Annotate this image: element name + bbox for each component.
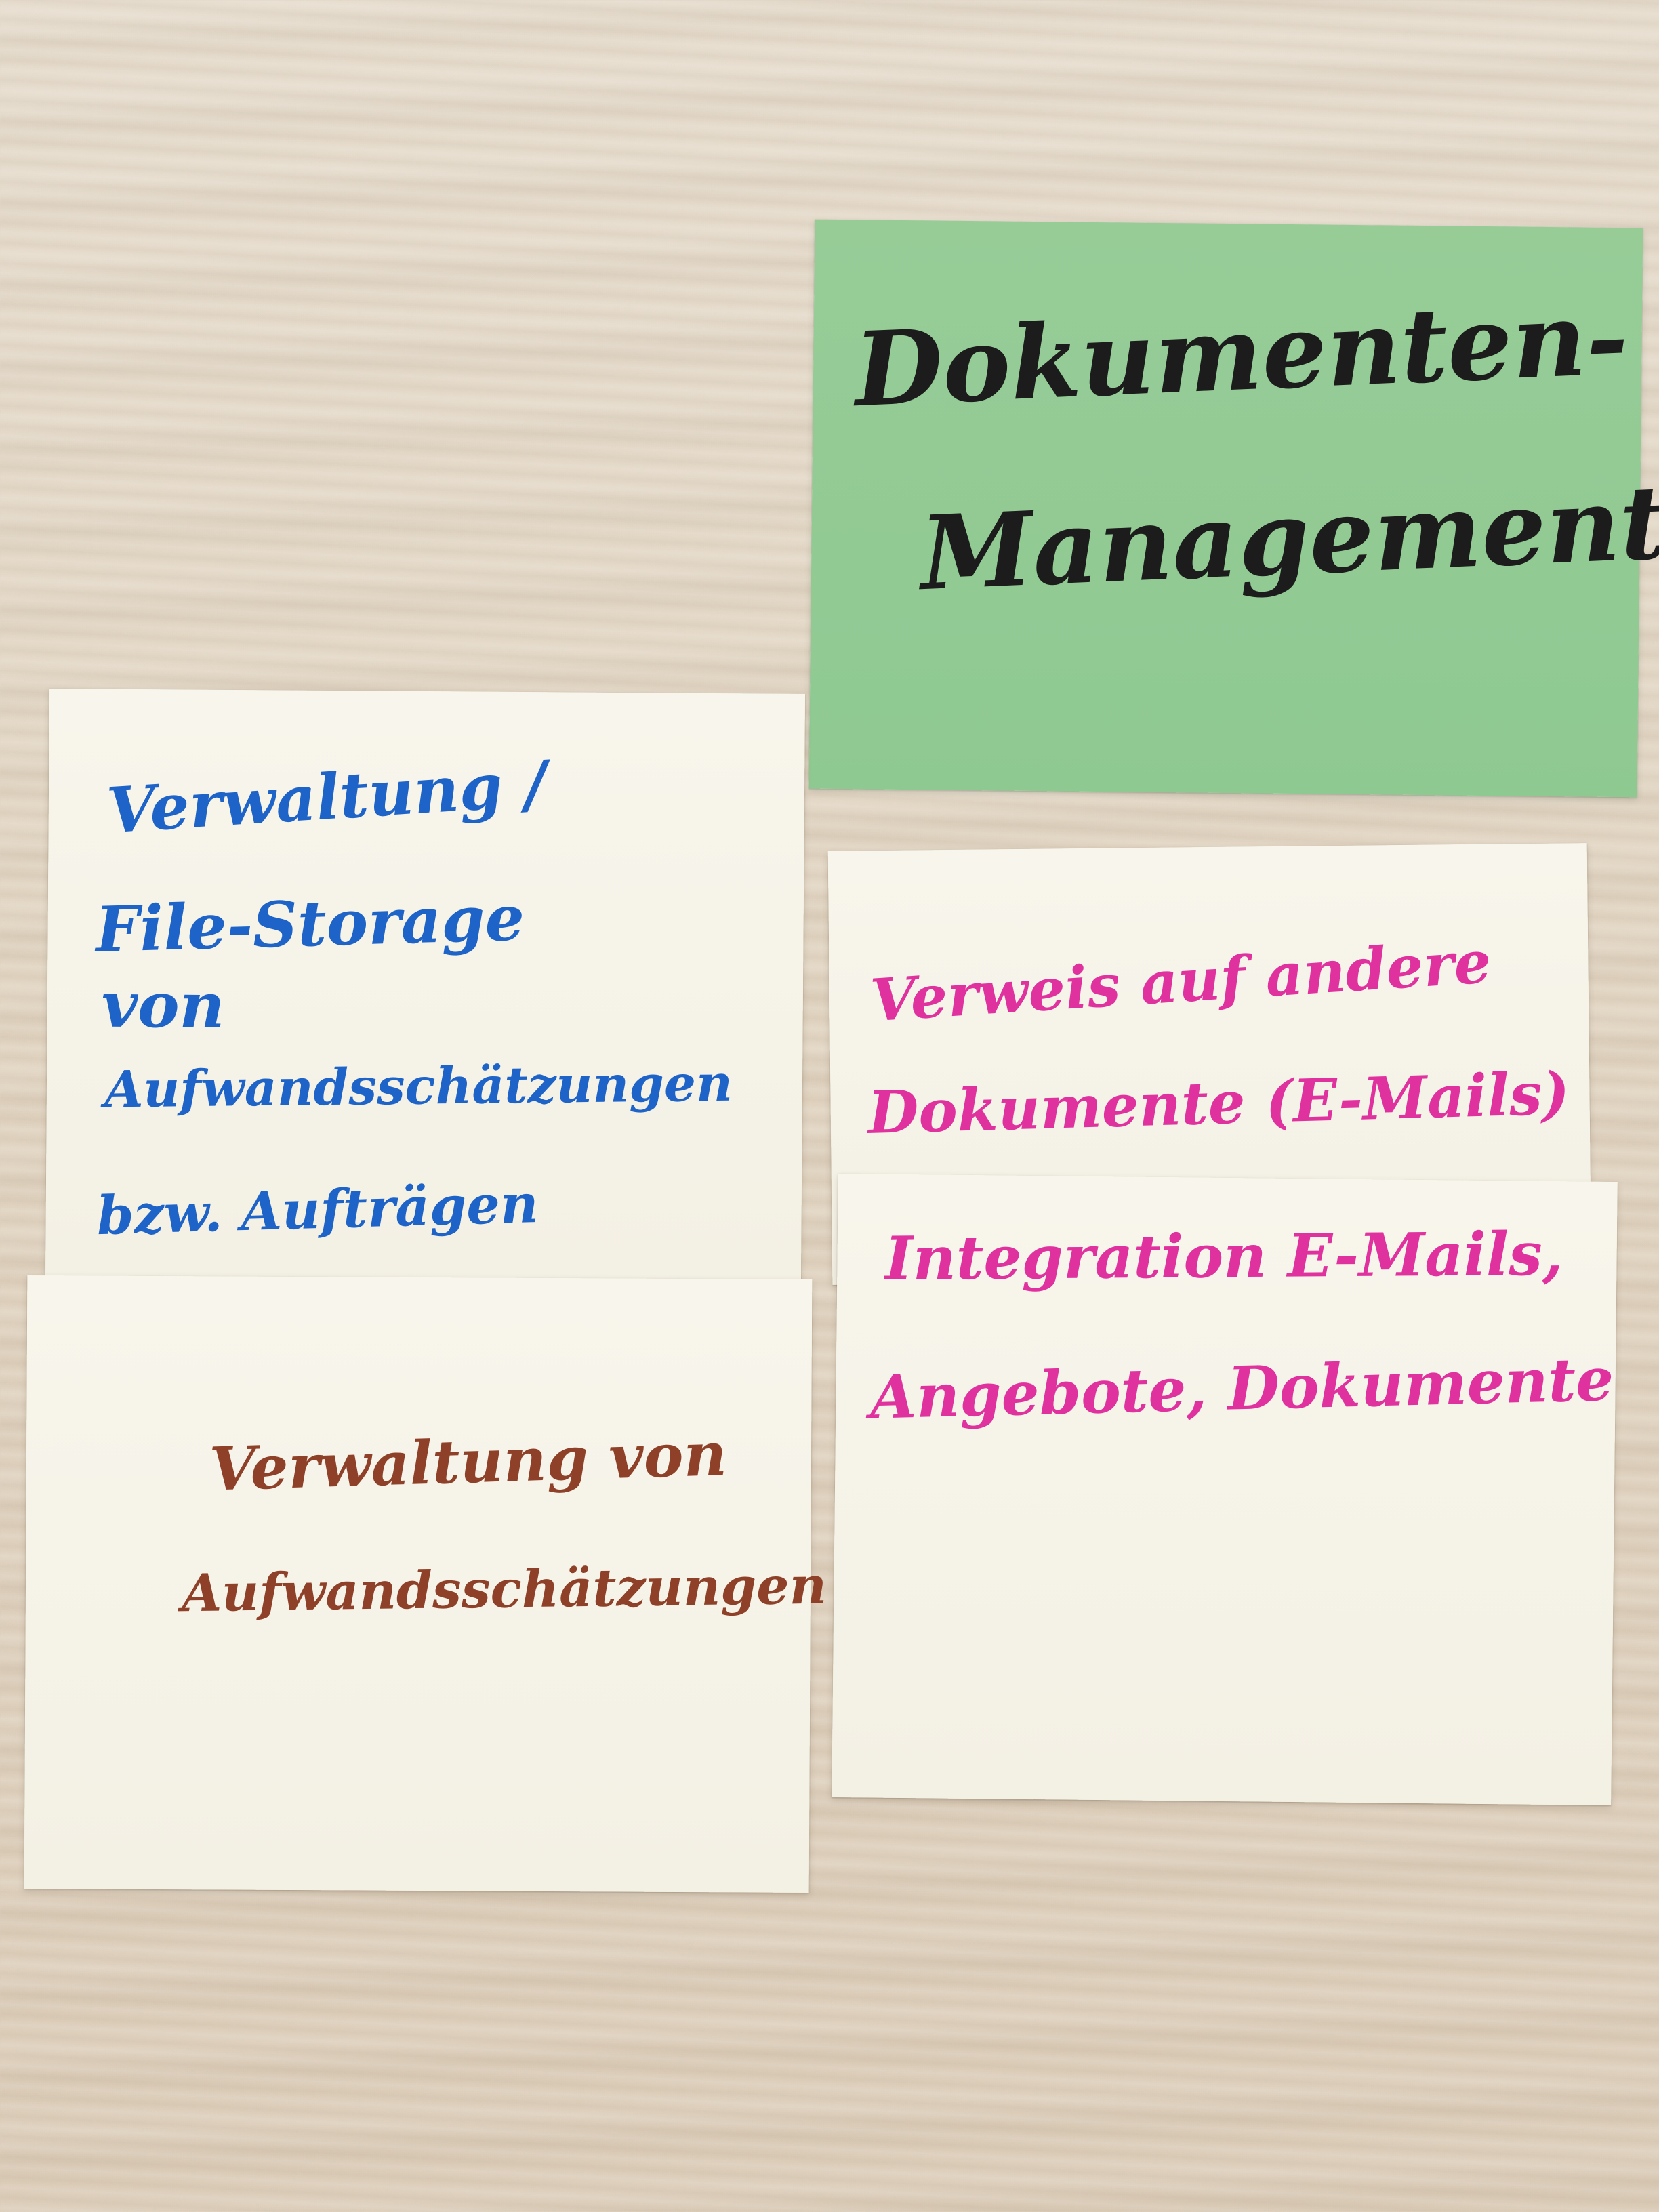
- pink-note-card-bottom: Integration E-Mails, Angebote, Dokumente: [832, 1174, 1618, 1805]
- blue-card-line-2: File-Storage: [94, 881, 526, 967]
- green-card-line-2: Management: [918, 463, 1659, 614]
- pink-bottom-line-1: Integration E-Mails,: [884, 1218, 1563, 1294]
- pink-bottom-line-2: Angebote, Dokumente: [869, 1343, 1615, 1433]
- blue-card-line-5: bzw. Aufträgen: [96, 1172, 539, 1248]
- green-card-line-1: Dokumenten-: [852, 278, 1631, 430]
- blue-note-card: Verwaltung / File-Storage von Aufwandssc…: [45, 689, 806, 1284]
- blue-card-line-3: von: [101, 968, 225, 1042]
- blue-card-line-1: Verwaltung /: [104, 746, 550, 848]
- pink-top-line-1: Verweis auf andere: [868, 928, 1494, 1036]
- green-title-card: Dokumenten- Management: [808, 219, 1659, 798]
- brown-note-card: Verwaltung von Aufwandsschätzungen: [24, 1275, 827, 1893]
- pink-top-line-2: Dokumente (E-Mails): [867, 1059, 1571, 1148]
- blue-card-line-4: Aufwandsschätzungen: [104, 1054, 733, 1120]
